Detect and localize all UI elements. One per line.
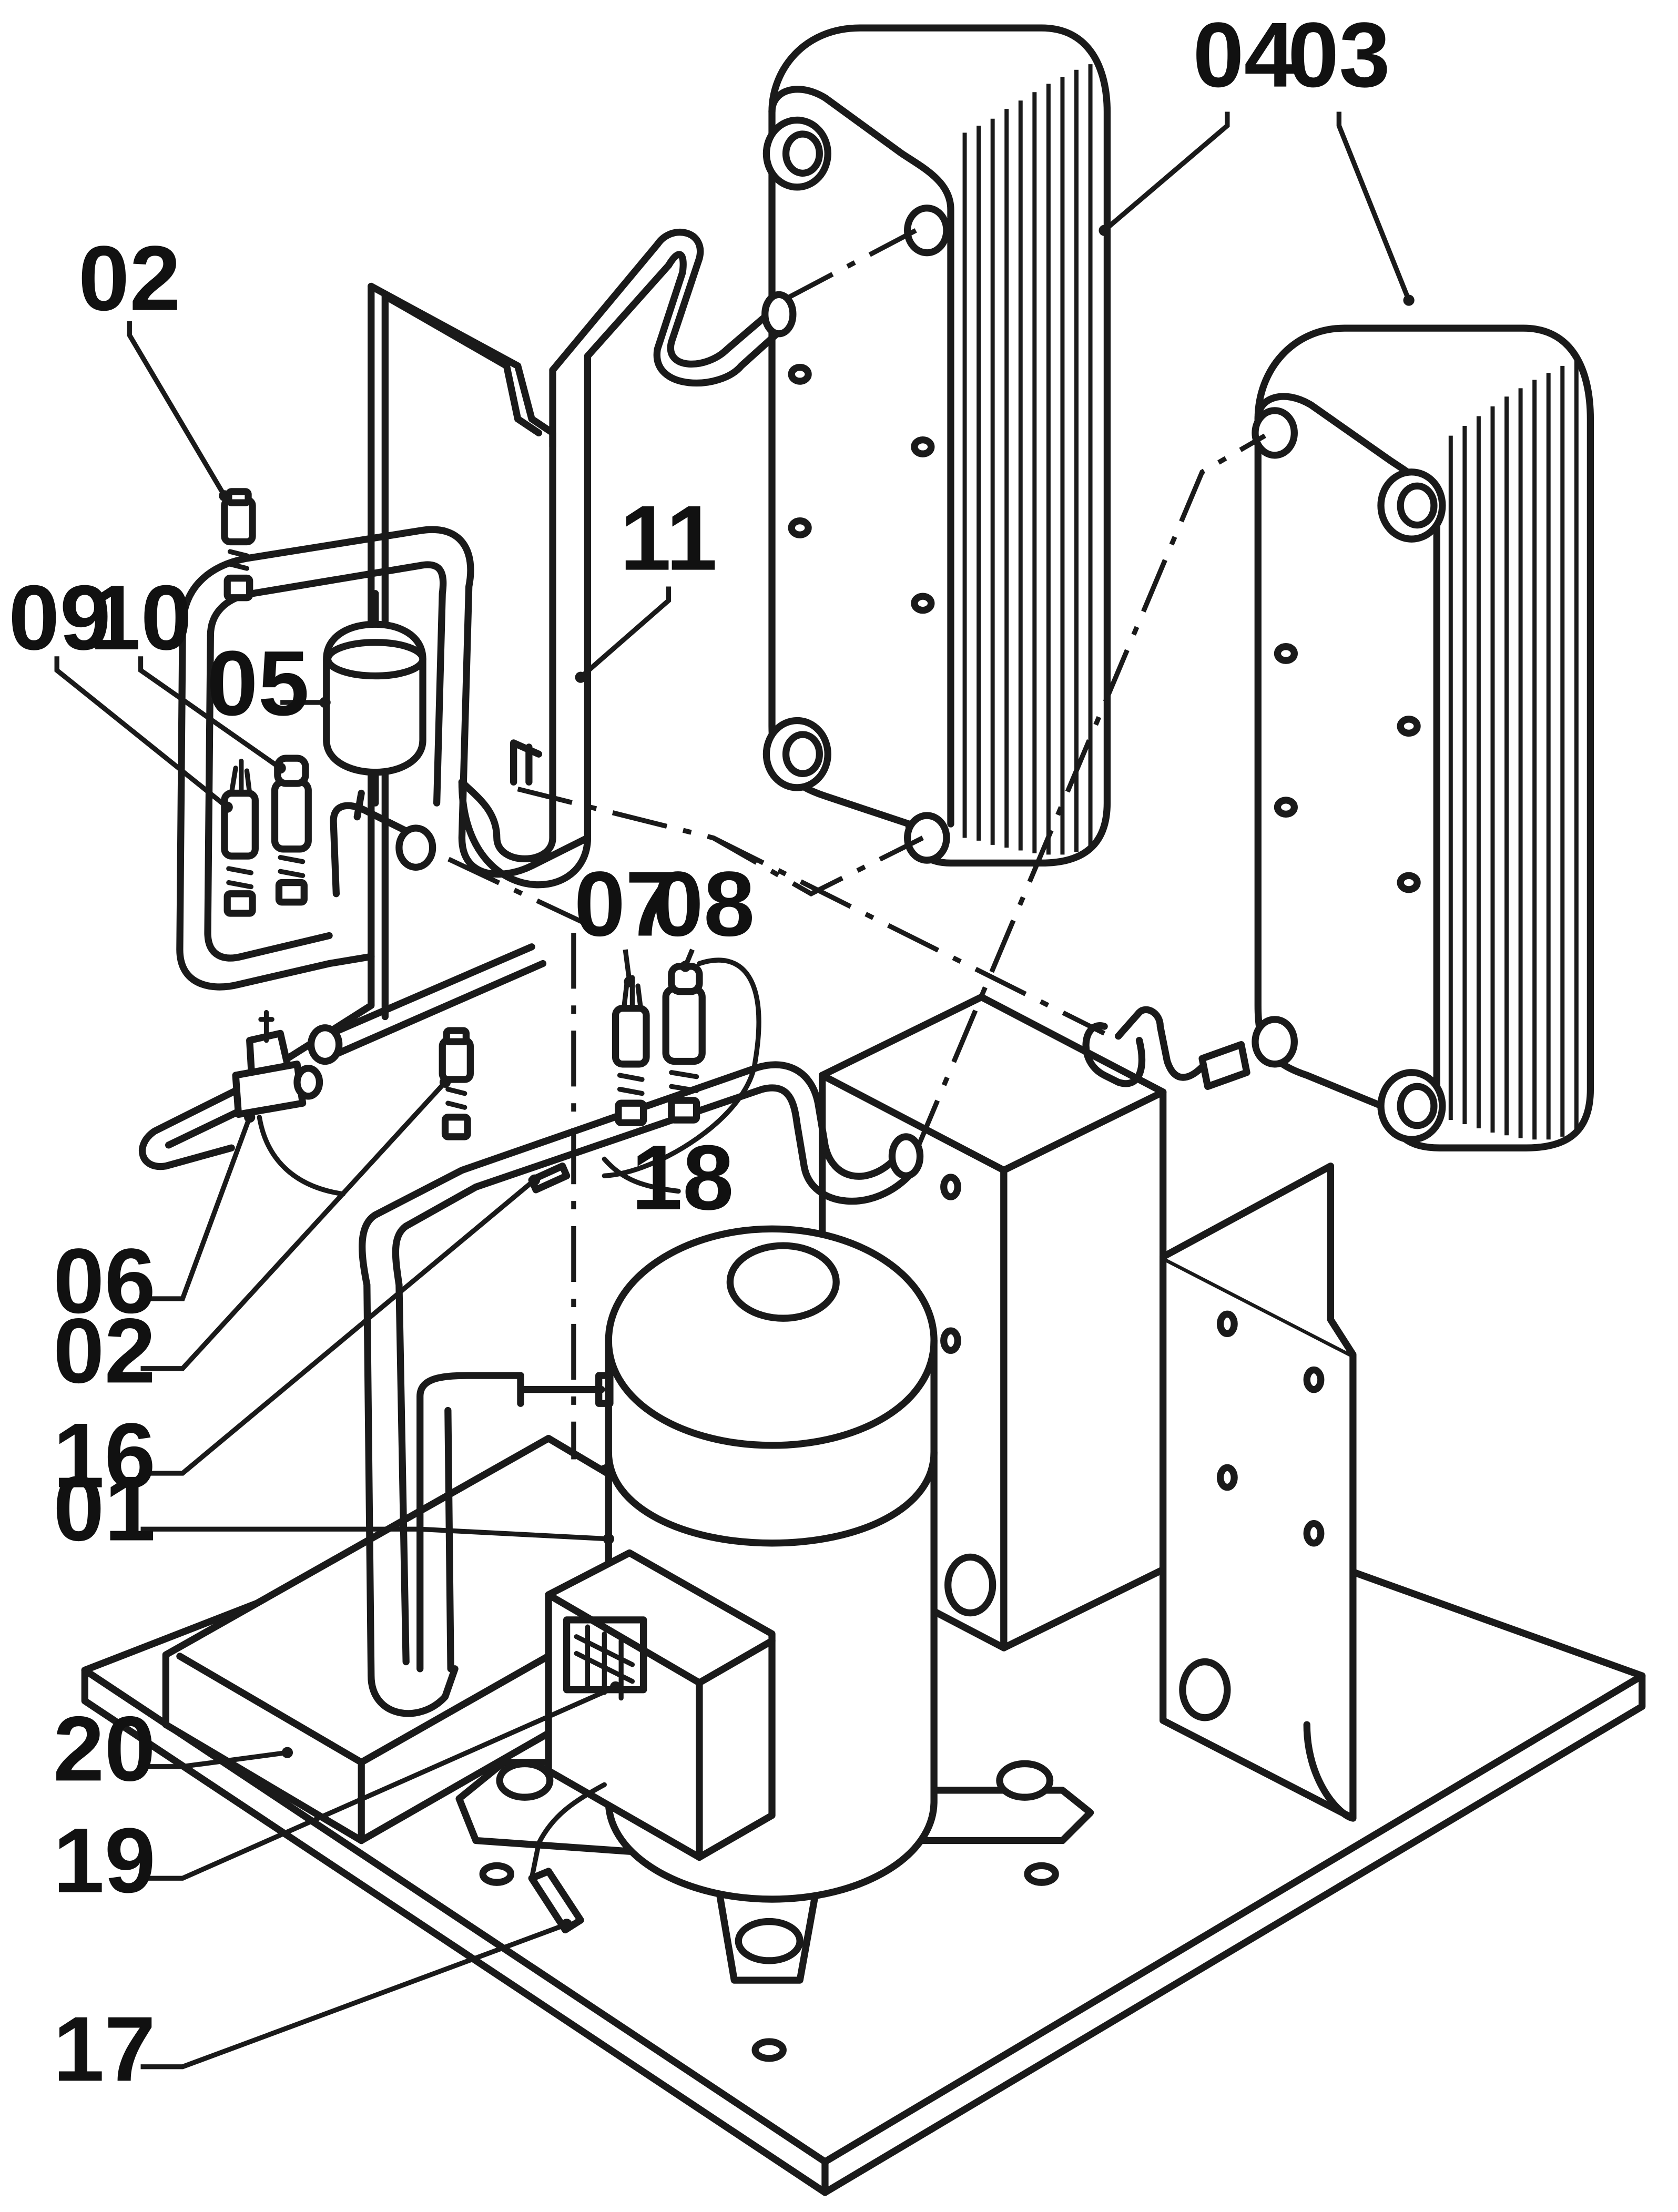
callout-labels: 04 03 02 11 09 10 05 07 08 18 06 02 16 0… (8, 4, 1390, 2101)
callout-18: 18 (632, 1126, 734, 1229)
schrader-valve-mid (439, 1027, 474, 1140)
callout-08: 08 (652, 852, 755, 955)
callout-07: 07 (574, 852, 677, 955)
callout-02-mid: 02 (53, 1299, 156, 1402)
callout-16: 16 (53, 1404, 156, 1507)
pressure-switch-07 (612, 975, 650, 1127)
callout-10: 10 (89, 566, 192, 669)
heat-exchanger-04 (762, 24, 1111, 867)
compressor (455, 1225, 1094, 1984)
callout-05: 05 (207, 632, 309, 735)
callout-01: 01 (53, 1457, 156, 1560)
pressure-switch-10 (271, 755, 312, 906)
callout-20: 20 (53, 1697, 156, 1800)
callout-17: 17 (53, 1997, 156, 2101)
mounting-bracket-front (1160, 1163, 1357, 1822)
callout-02-top: 02 (78, 227, 181, 330)
refrigerant-piping (139, 229, 1250, 1717)
pressure-switch-09 (221, 758, 259, 917)
fittings (221, 488, 706, 1934)
callout-04: 04 (1193, 4, 1295, 107)
callout-11: 11 (620, 487, 717, 590)
callout-19: 19 (53, 1809, 156, 1912)
callout-03: 03 (1288, 4, 1390, 107)
schrader-valve-top (221, 488, 256, 602)
callout-leaders (54, 111, 1415, 2070)
assembly-guide-lines (446, 228, 1266, 1460)
heat-exchanger-03 (1252, 324, 1594, 1151)
callout-06: 06 (53, 1230, 156, 1333)
callout-09: 09 (8, 566, 111, 669)
